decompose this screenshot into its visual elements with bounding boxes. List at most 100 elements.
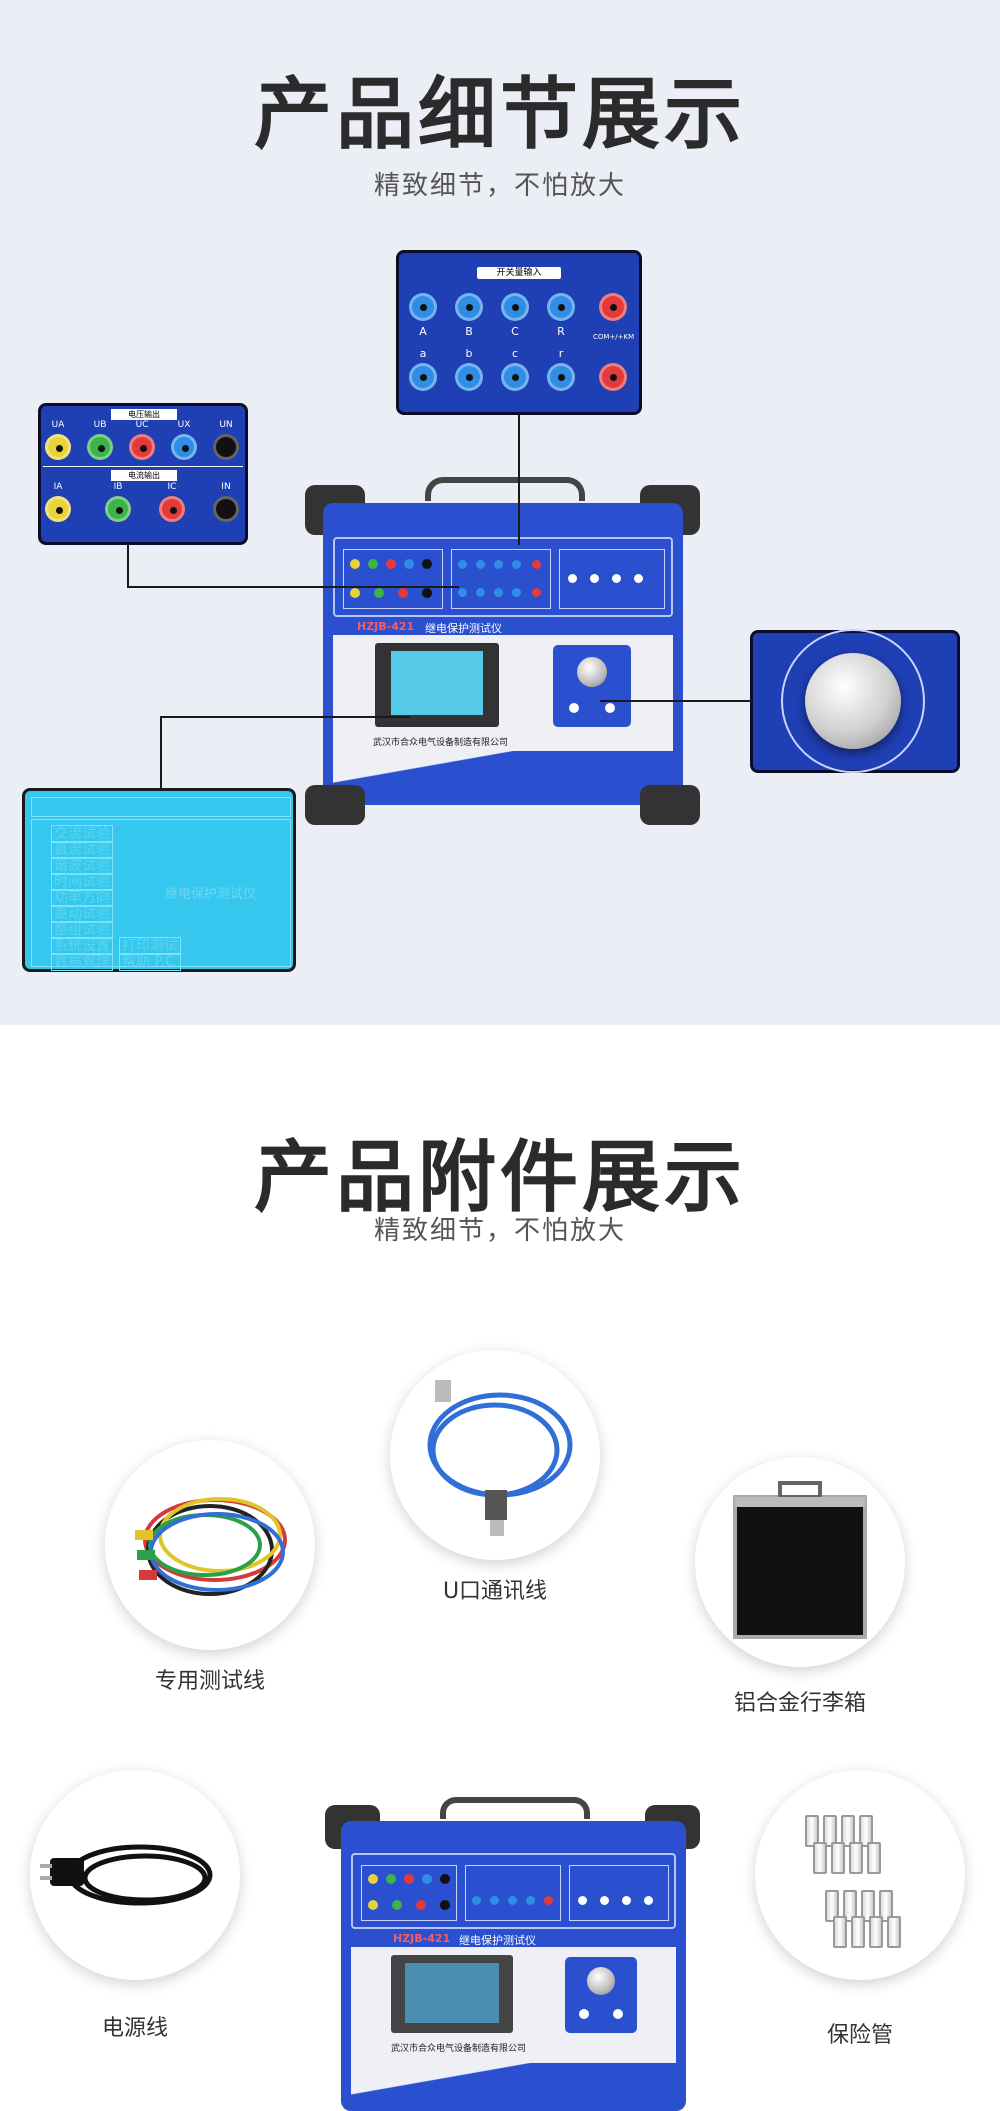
jack-icon bbox=[398, 588, 408, 598]
jack-label: A bbox=[419, 325, 427, 338]
jack-icon bbox=[599, 363, 627, 391]
fuse-icon bbox=[867, 1842, 881, 1874]
jack-icon bbox=[532, 588, 541, 597]
jack-label: UX bbox=[177, 420, 191, 430]
menu-item: 整组试验 bbox=[51, 921, 113, 939]
jack-icon bbox=[472, 1896, 481, 1905]
tester-device-small: HZJB-421 继电保护测试仪 武汉市合众电气设备制造有限公司 bbox=[325, 1797, 705, 2111]
jack-icon bbox=[494, 588, 503, 597]
jack-icon bbox=[476, 588, 485, 597]
device-model: HZJB-421 bbox=[357, 620, 415, 633]
screen-body bbox=[31, 819, 291, 967]
fuse-icon bbox=[879, 1890, 893, 1922]
test-leads-icon bbox=[135, 1497, 287, 1596]
device-screen bbox=[391, 1955, 513, 2033]
fuse-icon bbox=[849, 1842, 863, 1874]
screen-zoom: 交流试验 直流试验 谐波试验 时间试验 功率方向 差动试验 整组试验 系统设置 … bbox=[22, 788, 296, 972]
callout-line bbox=[160, 716, 410, 718]
accessory-label: 铝合金行李箱 bbox=[733, 1691, 866, 1716]
knob-icon[interactable] bbox=[577, 657, 607, 687]
device-model: HZJB-421 bbox=[393, 1932, 451, 1945]
mini-aux-panel bbox=[559, 549, 665, 609]
jack-icon bbox=[458, 588, 467, 597]
fuse-icon bbox=[841, 1815, 855, 1847]
screen-display bbox=[391, 651, 483, 715]
fuse-icon bbox=[859, 1815, 873, 1847]
button-icon[interactable] bbox=[613, 2009, 623, 2019]
jack-icon bbox=[512, 588, 521, 597]
device-name: 继电保护测试仪 bbox=[425, 622, 502, 635]
jack-icon bbox=[350, 588, 360, 598]
button-icon[interactable] bbox=[579, 2009, 589, 2019]
fuse-icon bbox=[851, 1916, 865, 1948]
corner-bumper bbox=[305, 785, 365, 825]
device-front: HZJB-421 继电保护测试仪 武汉市合众电气设备制造有限公司 bbox=[333, 619, 673, 795]
knob-panel bbox=[565, 1957, 637, 2033]
jack-label: b bbox=[465, 347, 473, 360]
jack-icon bbox=[404, 1874, 414, 1884]
jack-icon bbox=[622, 1896, 631, 1905]
accessory-label: U口通讯线 bbox=[442, 1579, 548, 1604]
callout-line bbox=[127, 586, 459, 588]
jack-icon bbox=[458, 560, 467, 569]
fuse-icon bbox=[825, 1890, 839, 1922]
jack-icon bbox=[171, 434, 197, 460]
front-swoosh bbox=[351, 2063, 676, 2109]
fuse-icon bbox=[869, 1916, 883, 1948]
device-top-panel bbox=[333, 537, 673, 617]
jack-label: UC bbox=[135, 420, 149, 430]
divider bbox=[43, 466, 243, 467]
device-company: 武汉市合众电气设备制造有限公司 bbox=[373, 738, 509, 748]
power-cord-image bbox=[30, 1770, 240, 1980]
mini-switch-panel bbox=[465, 1865, 561, 1921]
jack-label: UN bbox=[219, 420, 233, 430]
jack-icon bbox=[568, 574, 577, 583]
jack-icon bbox=[422, 588, 432, 598]
callout-line bbox=[518, 415, 520, 545]
jack-label: C bbox=[511, 325, 519, 338]
jack-icon bbox=[512, 560, 521, 569]
jack-label: IN bbox=[221, 482, 231, 492]
button-icon[interactable] bbox=[569, 703, 579, 713]
switch-input-panel: 开关量输入 A B C R COM+/+KM a b c r bbox=[396, 250, 642, 415]
jack-icon bbox=[105, 496, 131, 522]
jack-icon bbox=[612, 574, 621, 583]
device-screen bbox=[375, 643, 499, 727]
jack-icon bbox=[386, 1874, 396, 1884]
fuse-icon bbox=[805, 1815, 819, 1847]
jack-label: c bbox=[511, 347, 519, 360]
jack-icon bbox=[644, 1896, 653, 1905]
accessories-section: 产品附件展示 精致细节，不怕放大 专用测试线 bbox=[0, 1025, 1000, 2111]
mini-aux-panel bbox=[569, 1865, 669, 1921]
jack-icon bbox=[159, 496, 185, 522]
test-leads-image bbox=[105, 1440, 315, 1650]
menu-item: 时间试验 bbox=[51, 873, 113, 891]
fuse-icon bbox=[861, 1890, 875, 1922]
jack-icon bbox=[600, 1896, 609, 1905]
fuse-icon bbox=[823, 1815, 837, 1847]
fuse-icon bbox=[843, 1890, 857, 1922]
jack-icon bbox=[532, 560, 541, 569]
jack-icon bbox=[547, 293, 575, 321]
menu-item: 帮助 P.C bbox=[119, 953, 181, 971]
jack-icon bbox=[599, 293, 627, 321]
jack-icon bbox=[392, 1900, 402, 1910]
knob-icon[interactable] bbox=[587, 1967, 615, 1995]
mini-output-panel bbox=[343, 549, 443, 609]
jack-icon bbox=[494, 560, 503, 569]
detail-section: 产品细节展示 精致细节，不怕放大 开关量输入 A B C R COM+/+KM … bbox=[0, 0, 1000, 1025]
jack-icon bbox=[455, 363, 483, 391]
jack-icon bbox=[422, 559, 432, 569]
jack-icon bbox=[422, 1874, 432, 1884]
accessories-title: 产品附件展示 bbox=[253, 1133, 746, 1223]
jack-label: IA bbox=[53, 482, 63, 492]
jack-icon bbox=[368, 1900, 378, 1910]
jack-label: IB bbox=[113, 482, 123, 492]
button-icon[interactable] bbox=[605, 703, 615, 713]
jack-icon bbox=[455, 293, 483, 321]
com-label: COM+/+KM bbox=[593, 333, 635, 341]
jack-icon bbox=[350, 559, 360, 569]
jack-icon bbox=[501, 293, 529, 321]
jack-label: a bbox=[419, 347, 427, 360]
menu-item: 打印测试 bbox=[119, 937, 181, 955]
